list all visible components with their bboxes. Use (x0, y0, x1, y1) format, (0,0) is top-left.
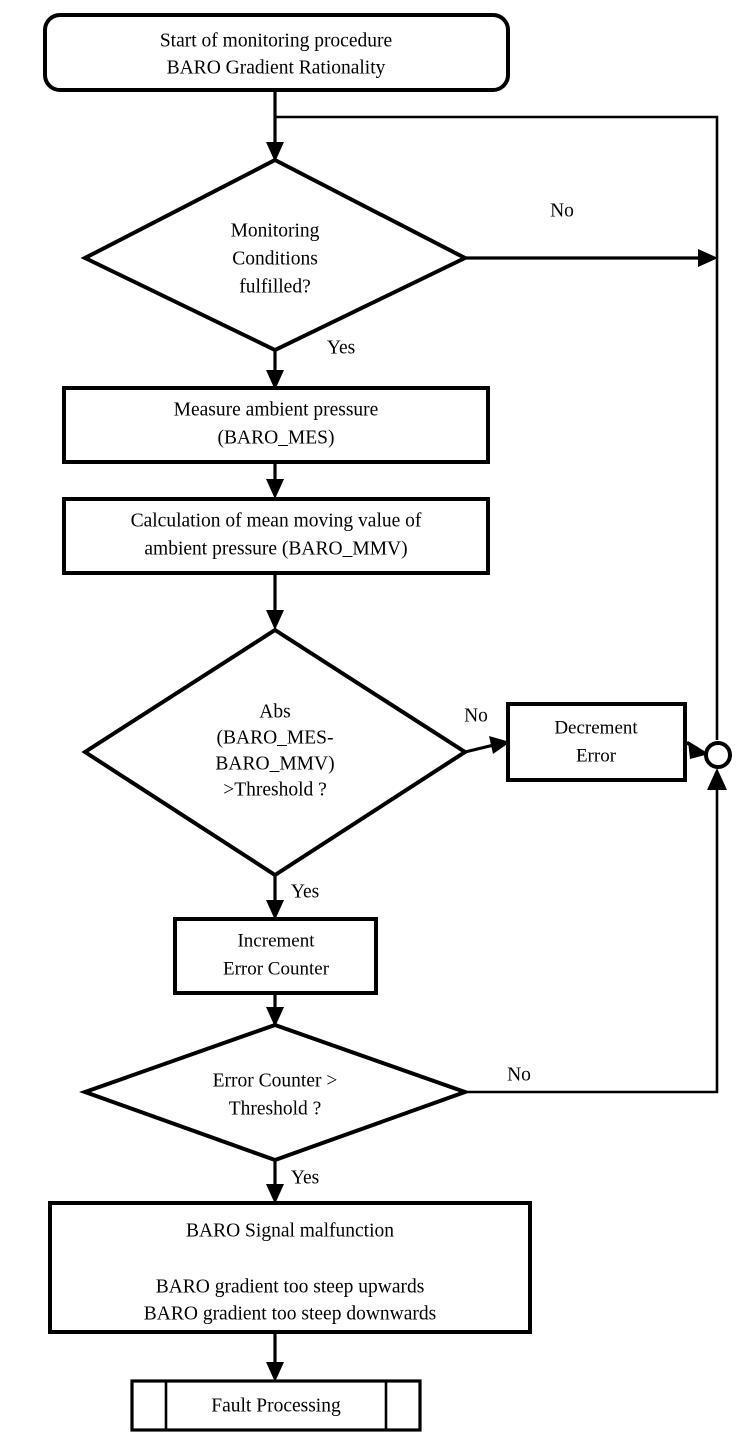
node-malfunction[interactable]: BARO Signal malfunction BARO gradient to… (48, 1201, 532, 1334)
edge-abs-yes (266, 875, 284, 920)
node-measure[interactable]: Measure ambient pressure (BARO_MES) (62, 386, 490, 464)
node-malfunction-line3: BARO gradient too steep downwards (144, 1303, 436, 1324)
node-conditions-line1: Monitoring (231, 220, 320, 241)
edge-measure-to-calculation (266, 462, 284, 499)
edge-calculation-to-abs (266, 573, 284, 630)
node-fault-processing-label: Fault Processing (211, 1395, 341, 1416)
edge-label-counter-no: No (507, 1064, 531, 1085)
node-decrement-error[interactable]: Decrement Error (506, 702, 687, 782)
node-calculation-line2: ambient pressure (BARO_MMV) (144, 538, 407, 559)
edge-counter-yes (266, 1160, 284, 1204)
node-conditions-line2: Conditions (232, 248, 318, 269)
node-abs-line4: >Threshold ? (223, 779, 327, 800)
edge-label-conditions-no: No (550, 200, 574, 221)
node-counter-line1: Error Counter > (213, 1070, 338, 1091)
edge-label-counter-yes: Yes (291, 1167, 319, 1188)
node-abs-line2: (BARO_MES- (216, 727, 333, 748)
edge-start-to-conditions (266, 90, 284, 162)
node-conditions-line3: fulfilled? (239, 276, 310, 297)
node-malfunction-line1: BARO Signal malfunction (186, 1220, 394, 1241)
edge-return-rail-top (275, 115, 719, 258)
node-calculation-line1: Calculation of mean moving value of (131, 510, 422, 531)
node-decision-conditions[interactable]: Monitoring Conditions fulfilled? (80, 157, 470, 353)
node-calculation[interactable]: Calculation of mean moving value of ambi… (62, 497, 490, 575)
node-start-line2: BARO Gradient Rationality (167, 57, 386, 78)
edge-label-abs-no: No (464, 705, 488, 726)
node-measure-line1: Measure ambient pressure (174, 399, 379, 420)
node-decrement-line2: Error (576, 745, 617, 766)
edge-conditions-yes (266, 350, 284, 390)
edge-decrement-to-junction (684, 740, 709, 759)
node-start-line1: Start of monitoring procedure (160, 30, 392, 51)
edge-conditions-no (465, 249, 718, 267)
edge-malfunction-to-fault (266, 1332, 284, 1382)
node-decision-counter[interactable]: Error Counter > Threshold ? (79, 1022, 471, 1163)
edge-counter-no (465, 768, 727, 1094)
node-fault-processing[interactable]: Fault Processing (130, 1379, 422, 1432)
node-increment-line2: Error Counter (223, 958, 330, 979)
node-decrement-line1: Decrement (554, 717, 638, 738)
node-increment-line1: Increment (237, 930, 315, 951)
edge-abs-no (464, 736, 510, 754)
node-increment-error-counter[interactable]: Increment Error Counter (173, 917, 378, 995)
node-counter-line2: Threshold ? (229, 1098, 322, 1119)
node-start[interactable]: Start of monitoring procedure BARO Gradi… (43, 13, 510, 92)
node-decision-abs[interactable]: Abs (BARO_MES- BARO_MMV) >Threshold ? (81, 627, 469, 878)
edge-increment-to-counter (266, 993, 284, 1027)
node-malfunction-line2: BARO gradient too steep upwards (156, 1276, 425, 1297)
node-junction (704, 741, 732, 769)
node-abs-line3: BARO_MMV) (215, 753, 334, 774)
edge-label-conditions-yes: Yes (327, 337, 355, 358)
node-measure-line2: (BARO_MES) (217, 427, 334, 448)
node-abs-line1: Abs (259, 701, 290, 722)
edge-label-abs-yes: Yes (291, 881, 319, 902)
